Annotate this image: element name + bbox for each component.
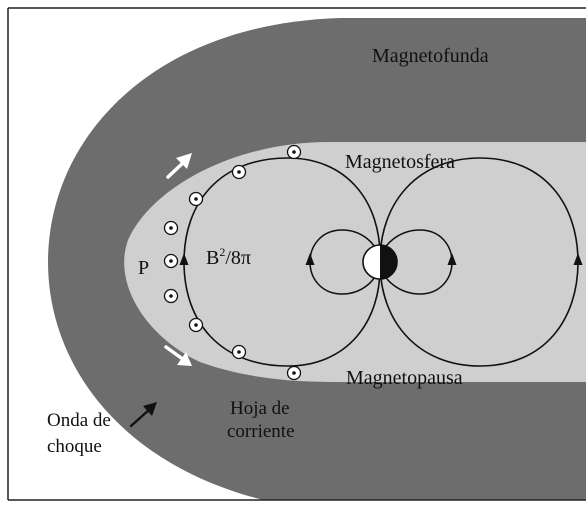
- magnetic-pressure-tail: /8π: [225, 247, 251, 269]
- current-out-marker: [163, 220, 179, 236]
- bow-shock-arrow-icon: [129, 402, 157, 428]
- current-out-marker: [188, 191, 204, 207]
- current-out-marker: [286, 144, 302, 160]
- current-out-marker: [188, 317, 204, 333]
- bow-shock-label-line2: choque: [47, 436, 102, 457]
- bow-shock-label-line1: Onda de: [47, 410, 111, 431]
- current-out-marker: [163, 288, 179, 304]
- magnetic-pressure-base: B: [206, 247, 219, 269]
- flow-arrow-upper-icon: [166, 153, 192, 179]
- magnetosphere-region: [124, 142, 586, 382]
- arrowhead-small-night: [447, 253, 457, 265]
- current-sheet-label-line2: corriente: [227, 421, 295, 442]
- current-out-marker: [163, 253, 179, 269]
- arrowhead-small-day: [305, 253, 315, 265]
- arrowhead-large-night: [573, 253, 583, 265]
- current-out-marker: [231, 344, 247, 360]
- magnetic-pressure-label: B2/8π: [206, 245, 251, 269]
- flow-arrow-lower-icon: [164, 345, 192, 366]
- magnetosheath-label: Magnetofunda: [372, 45, 489, 67]
- magnetopause-label: Magnetopausa: [346, 367, 463, 389]
- current-sheet-label-line1: Hoja de: [230, 398, 290, 419]
- figure-frame: [7, 7, 586, 501]
- current-markers: [163, 144, 302, 381]
- current-out-marker: [286, 365, 302, 381]
- magnetosphere-label: Magnetosfera: [345, 151, 455, 173]
- pressure-label: P: [138, 257, 149, 279]
- arrowhead-large-day: [179, 253, 189, 265]
- earth-icon: [362, 244, 398, 280]
- current-out-marker: [231, 164, 247, 180]
- magnetic-pressure-exponent: 2: [219, 245, 225, 259]
